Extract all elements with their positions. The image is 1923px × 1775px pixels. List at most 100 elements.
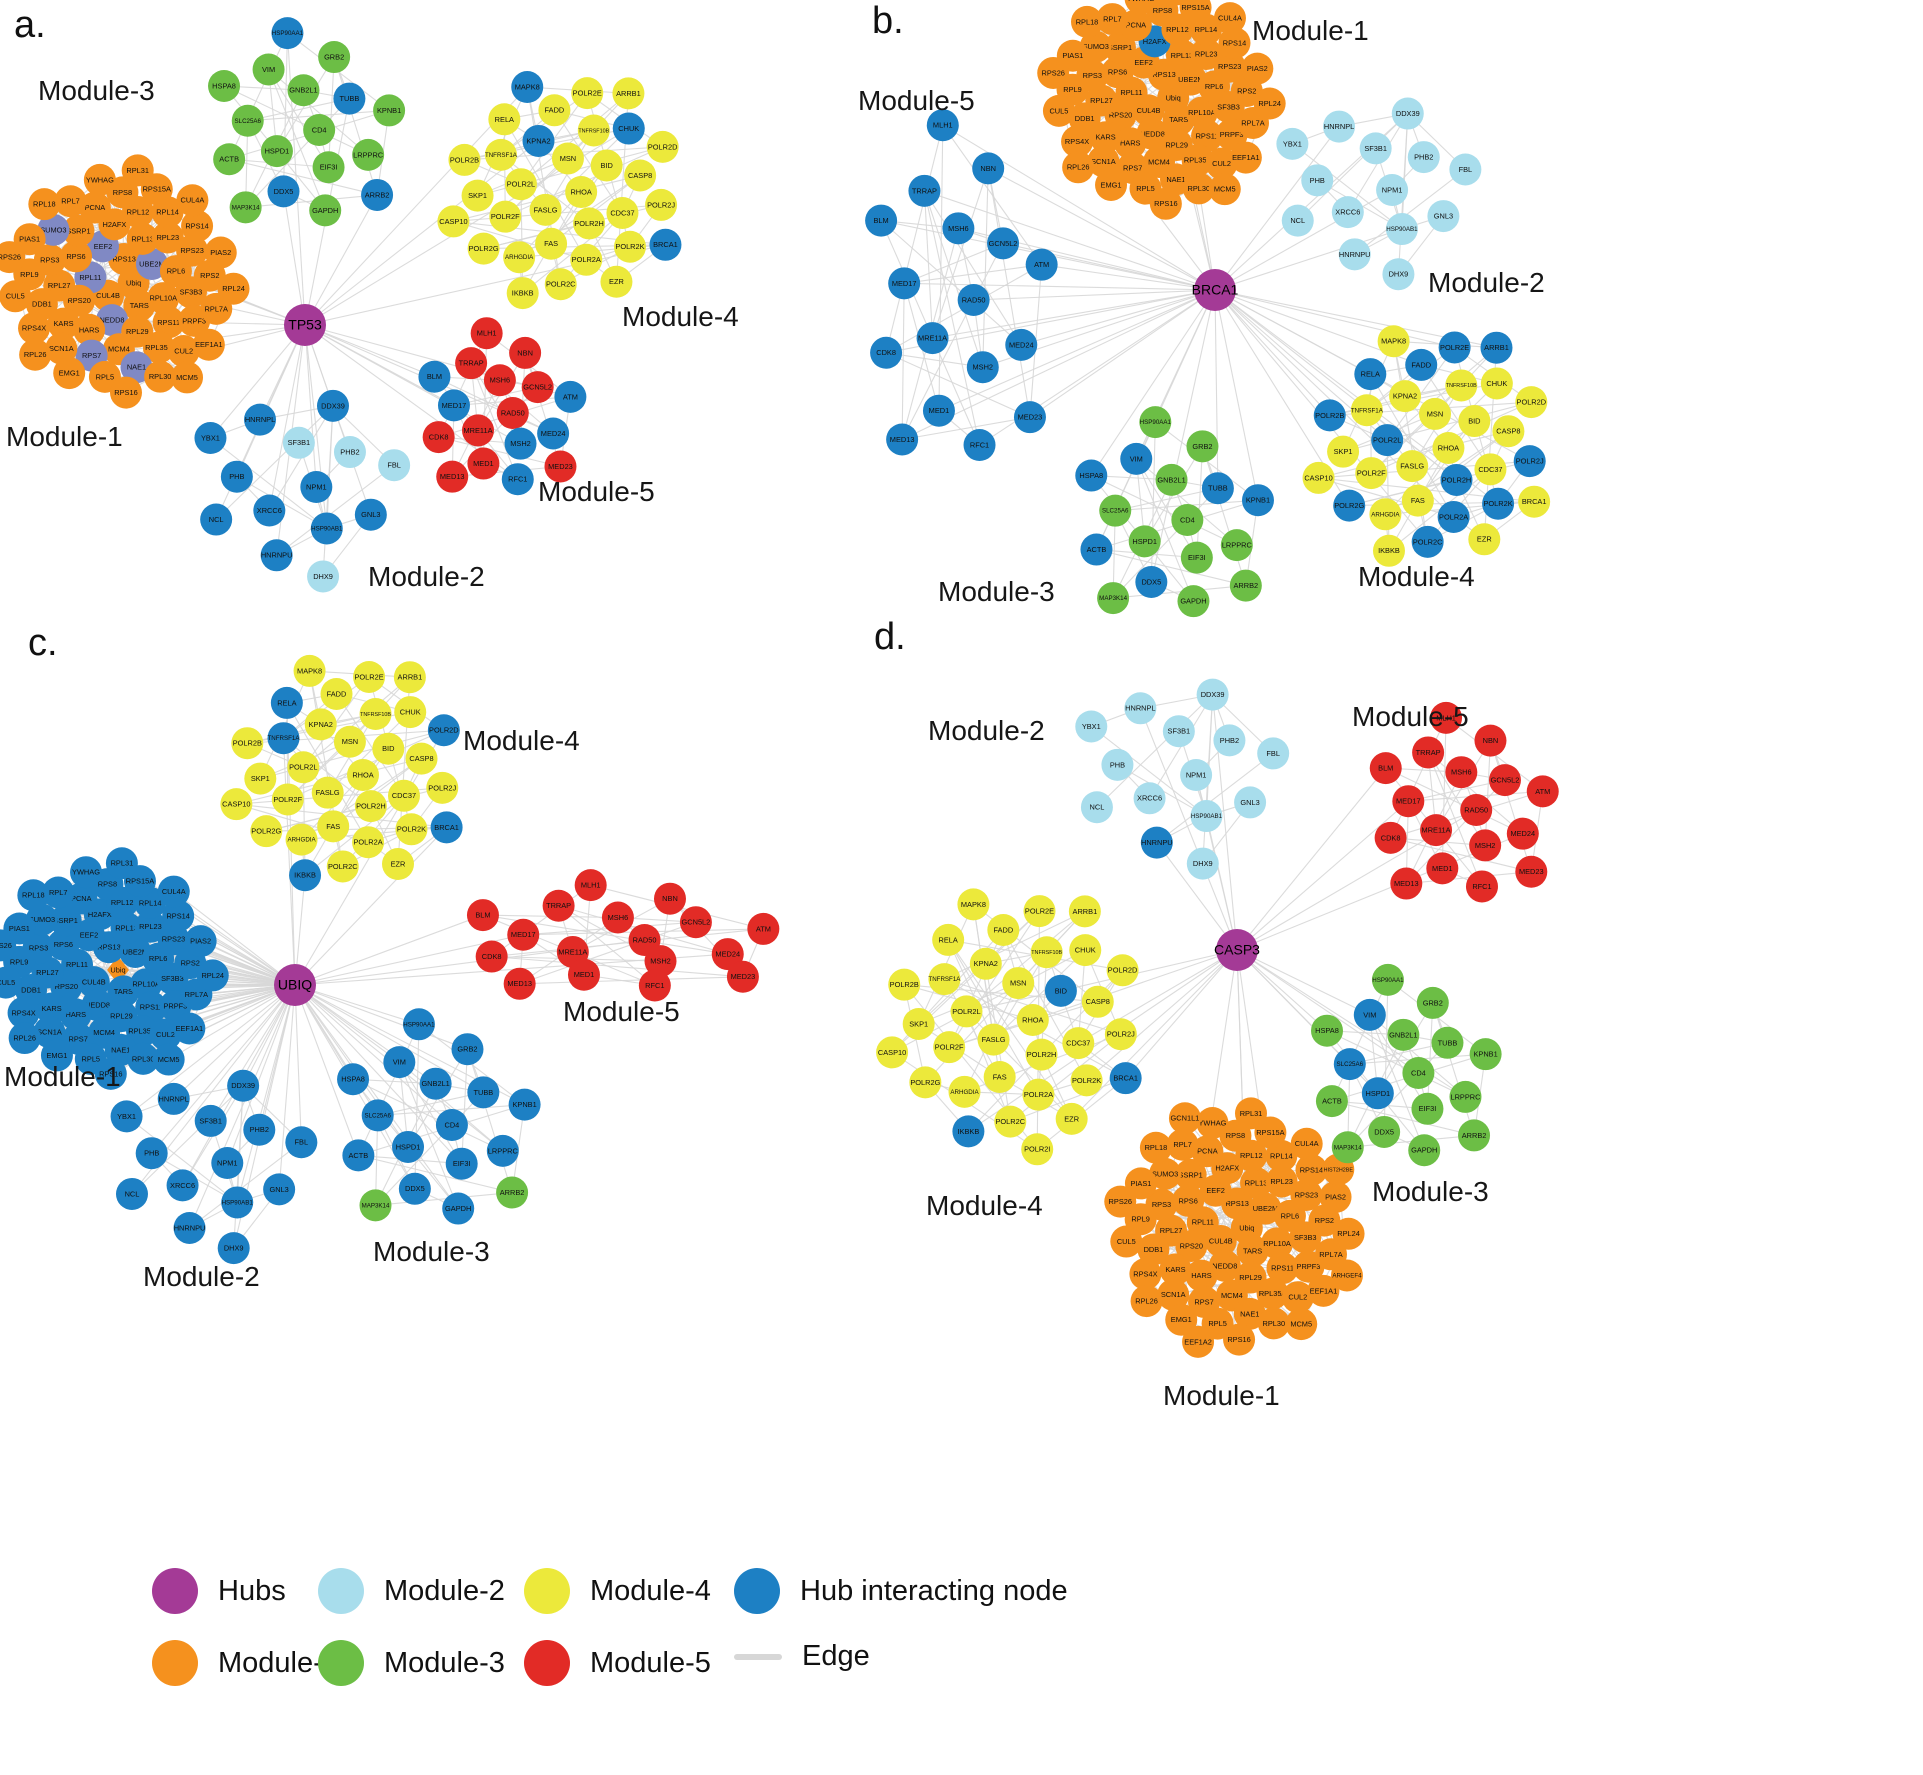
gene-node: GNB2L1: [419, 1067, 452, 1100]
gene-node: RPS14: [1295, 1153, 1328, 1186]
gene-node: POLR2H: [354, 790, 387, 823]
svg-text:CUL2: CUL2: [1288, 1293, 1307, 1302]
svg-text:RPL29: RPL29: [1239, 1273, 1262, 1282]
gene-node: TNFRSF10B: [1445, 369, 1478, 402]
svg-text:POLR2H: POLR2H: [1442, 475, 1472, 484]
gene-node: MSH6: [601, 901, 634, 934]
svg-text:IKBKB: IKBKB: [1378, 546, 1400, 555]
module-label: Module-1: [1252, 15, 1369, 46]
svg-text:RPL18: RPL18: [1145, 1143, 1168, 1152]
gene-node: EEF1A1: [1307, 1274, 1340, 1307]
module-label: Module-5: [1352, 701, 1469, 732]
gene-node: BLM: [466, 899, 499, 932]
gene-node: RAD50: [957, 284, 990, 316]
svg-text:MCM5: MCM5: [158, 1055, 180, 1064]
gene-node: DHX9: [1186, 847, 1219, 880]
gene-node: RPS6: [47, 928, 80, 961]
svg-text:HSP90AB1: HSP90AB1: [222, 1199, 254, 1206]
svg-text:MSN: MSN: [560, 154, 576, 163]
svg-text:MED23: MED23: [1018, 413, 1043, 422]
svg-text:TNFRSF10B: TNFRSF10B: [1031, 950, 1062, 956]
svg-text:RPS2: RPS2: [200, 271, 219, 280]
gene-node: KARS: [35, 992, 68, 1025]
gene-node: RPS16: [94, 1057, 127, 1090]
gene-node: RPL35A: [142, 331, 175, 364]
svg-text:MAP3K14: MAP3K14: [362, 1202, 390, 1209]
gene-node: EEF1A2: [1182, 1325, 1215, 1358]
svg-text:DDX39: DDX39: [1396, 109, 1420, 118]
gene-node: FASLG: [529, 193, 562, 226]
svg-text:MCM4: MCM4: [1148, 157, 1170, 166]
gene-node: RPL35A: [126, 1015, 159, 1048]
gene-node: CD4: [1402, 1057, 1435, 1089]
svg-text:EEF2: EEF2: [94, 242, 112, 251]
gene-node: HNRNPU: [1338, 238, 1371, 271]
gene-node: POLR2J: [1104, 1018, 1137, 1051]
svg-text:SCN1A: SCN1A: [49, 344, 74, 353]
gene-node: EMG1: [40, 1039, 73, 1072]
svg-text:RPL23: RPL23: [1195, 49, 1218, 58]
gene-node: YWHAG: [70, 856, 103, 889]
gene-node: RPL30: [1182, 172, 1215, 205]
gene-node: RPL18: [17, 879, 50, 912]
svg-text:BRCA1: BRCA1: [1113, 1074, 1138, 1083]
gene-node: VIM: [1120, 442, 1153, 475]
svg-text:RPL23: RPL23: [139, 922, 162, 931]
svg-text:KPNB1: KPNB1: [512, 1100, 536, 1109]
gene-node: POLR2G: [909, 1066, 942, 1099]
svg-text:FBL: FBL: [1266, 749, 1280, 758]
svg-text:YBX1: YBX1: [1283, 139, 1302, 148]
svg-text:ARRB2: ARRB2: [365, 190, 390, 199]
svg-text:PCNA: PCNA: [1197, 1147, 1218, 1156]
svg-text:RPL5: RPL5: [82, 1054, 101, 1063]
svg-text:DDX5: DDX5: [1141, 577, 1161, 586]
gene-node: GNL3: [354, 498, 387, 531]
svg-text:POLR2B: POLR2B: [233, 739, 262, 748]
svg-text:SUMO3: SUMO3: [1083, 42, 1109, 51]
svg-text:MED23: MED23: [548, 462, 573, 471]
svg-text:RPL10A: RPL10A: [149, 294, 177, 303]
gene-node: NBN: [509, 336, 542, 369]
gene-node: SKP1: [244, 762, 277, 795]
svg-text:RPL11: RPL11: [66, 960, 88, 969]
gene-node: CASP10: [1302, 461, 1335, 494]
svg-text:MED17: MED17: [442, 401, 467, 410]
gene-node: POLR2J: [426, 771, 459, 804]
svg-text:RPL11: RPL11: [1120, 88, 1142, 97]
svg-text:CDC37: CDC37: [1066, 1039, 1090, 1048]
svg-text:SUMO3: SUMO3: [29, 915, 55, 924]
gene-node: TRRAP: [908, 174, 941, 207]
svg-text:RPS26: RPS26: [0, 941, 12, 950]
gene-node: MAP3K14: [359, 1189, 392, 1222]
gene-node: DDX39: [1196, 678, 1229, 711]
legend-label: Module-5: [590, 1646, 711, 1679]
gene-node: POLR2E: [1023, 895, 1056, 928]
svg-text:RHOA: RHOA: [1022, 1015, 1043, 1024]
gene-node: MED23: [1013, 401, 1046, 434]
gene-node: GCN1L1: [1168, 1102, 1201, 1135]
svg-text:RPS6: RPS6: [1108, 68, 1127, 77]
gene-node: RPL13: [126, 222, 159, 255]
svg-text:DDX39: DDX39: [1201, 690, 1225, 699]
svg-text:RPS26: RPS26: [0, 253, 21, 262]
gene-node: TUBB: [467, 1076, 500, 1109]
gene-node: CHUK: [1069, 934, 1102, 967]
svg-text:RPL14: RPL14: [139, 898, 162, 907]
gene-node: ARRB1: [1480, 331, 1513, 364]
svg-text:YBX1: YBX1: [117, 1112, 136, 1121]
svg-text:MED17: MED17: [1396, 797, 1421, 806]
gene-node: CDK8: [870, 336, 903, 369]
gene-node: MSH6: [483, 364, 516, 397]
svg-text:XRCC6: XRCC6: [1137, 794, 1162, 803]
gene-node: NCL: [1080, 791, 1113, 824]
gene-node: GNL3: [1234, 786, 1267, 819]
gene-node: POLR2J: [1513, 445, 1546, 478]
gene-node: BID: [590, 149, 623, 182]
gene-node: ARRB1: [393, 661, 426, 694]
svg-text:CUL4B: CUL4B: [96, 291, 120, 300]
svg-text:GNL3: GNL3: [269, 1185, 288, 1194]
svg-text:ARRB1: ARRB1: [398, 673, 423, 682]
svg-text:RPL35A: RPL35A: [1259, 1289, 1287, 1298]
svg-text:POLR2K: POLR2K: [1484, 499, 1513, 508]
svg-text:RPL7A: RPL7A: [1319, 1250, 1342, 1259]
